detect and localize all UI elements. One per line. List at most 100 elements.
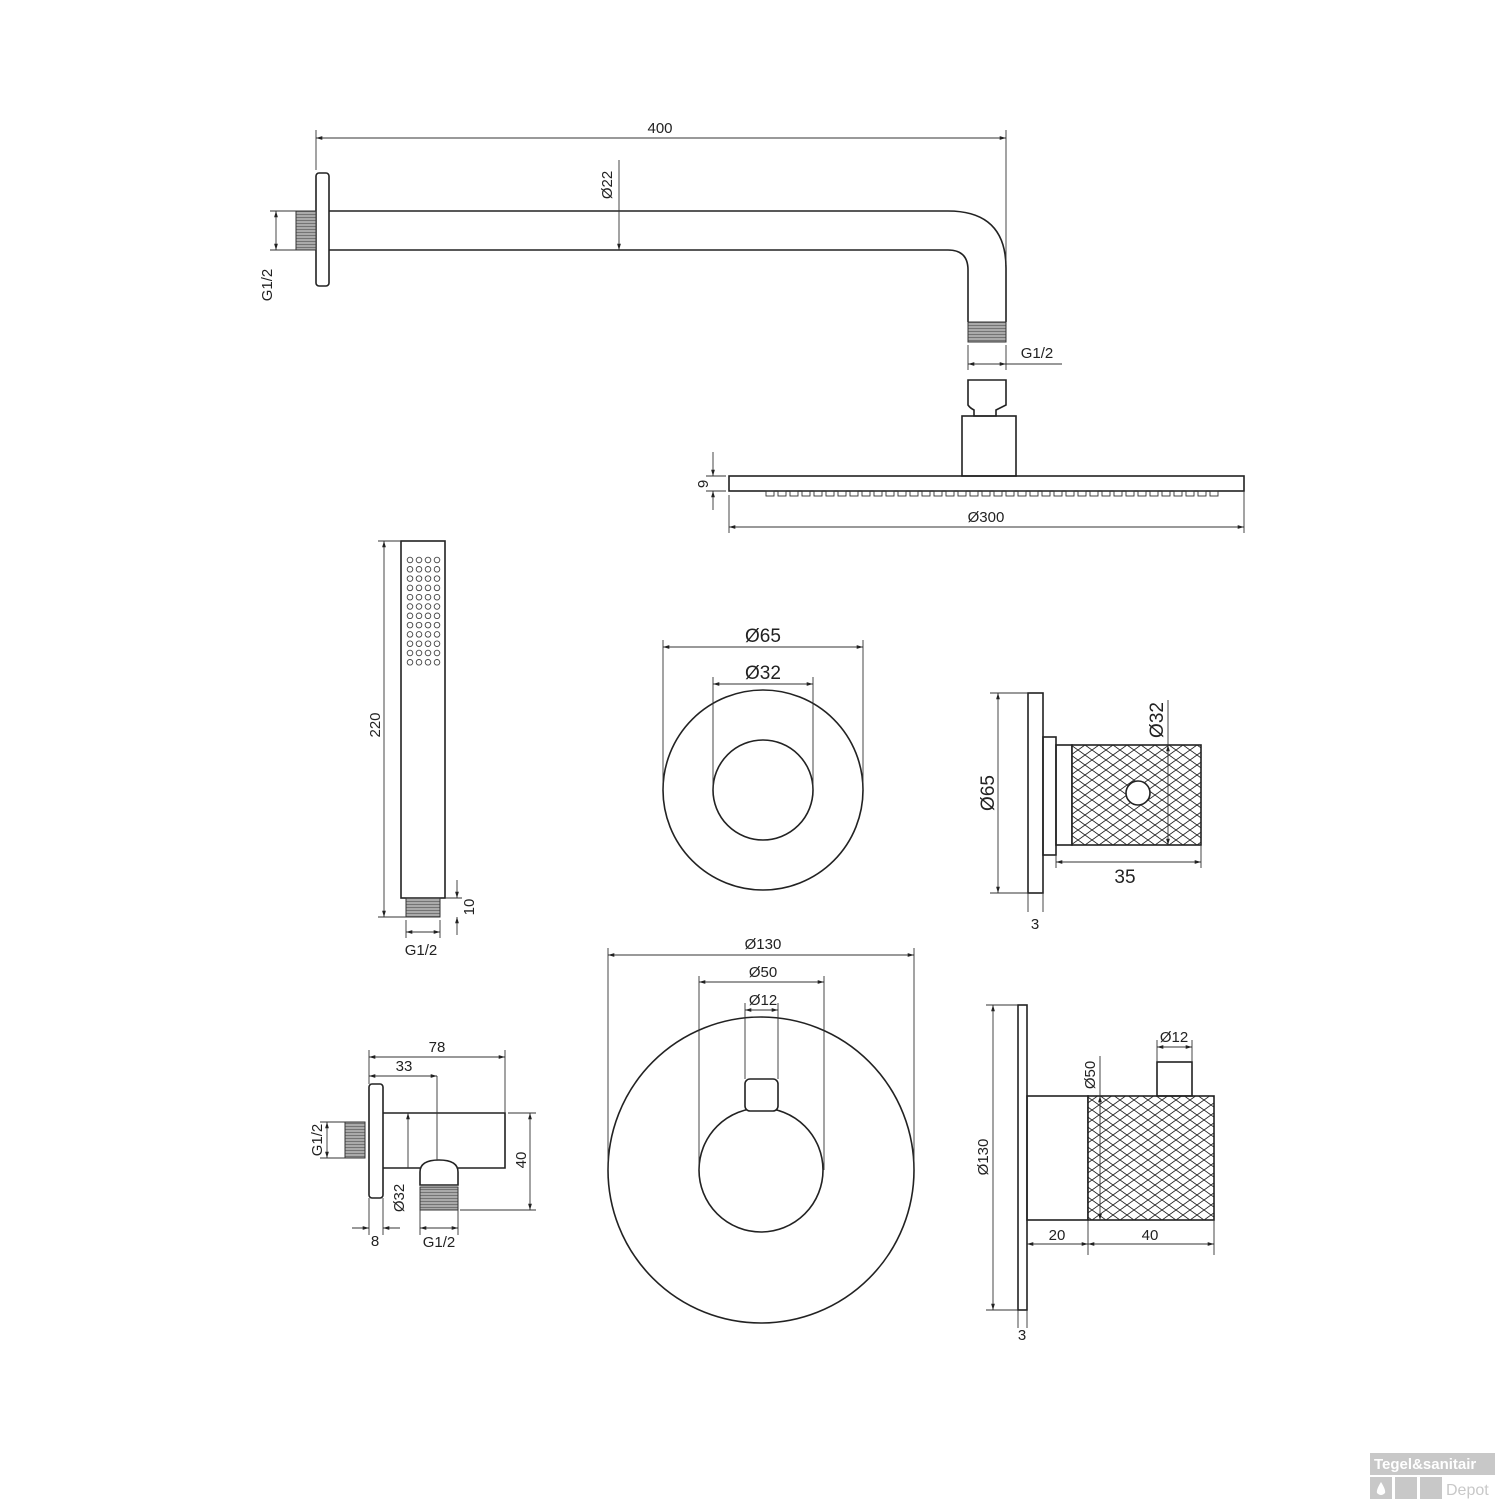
lever: [744, 1078, 779, 1112]
arm-top-edge: [329, 210, 1007, 322]
arm-wall-thread-label: G1/2: [259, 269, 276, 302]
thermostat-side: Ø130 Ø50 Ø12 20 40 3: [975, 1004, 1215, 1344]
spray-hole: [406, 593, 414, 601]
nozzle: [1173, 490, 1183, 497]
thermo-knob-label: Ø50: [749, 964, 777, 981]
spray-hole: [424, 649, 432, 657]
nozzle: [981, 490, 991, 497]
shower-plate: [728, 475, 1245, 492]
hand-shower: 220 10 G1/2: [367, 540, 478, 959]
nozzle: [1137, 490, 1147, 497]
wall-flange: [315, 172, 330, 287]
shower-diameter-label: Ø300: [968, 509, 1005, 526]
nozzle: [1077, 490, 1087, 497]
thermo-plate-label: 3: [1018, 1327, 1026, 1344]
spray-hole: [415, 575, 423, 582]
thermo-body-label: 20: [1049, 1227, 1066, 1244]
thermo-side-lever-label: Ø12: [1160, 1029, 1188, 1046]
spray-hole: [433, 621, 441, 629]
spray-hole: [433, 603, 441, 610]
spray-hole: [424, 621, 432, 629]
spray-hole: [406, 584, 414, 592]
nozzle: [1005, 490, 1015, 497]
thermo-rosette-label: Ø130: [745, 936, 782, 953]
nozzle: [849, 490, 859, 497]
nozzle: [909, 490, 919, 497]
outlet-offset-label: 33: [396, 1058, 413, 1075]
wall-thread: [295, 210, 317, 251]
spray-hole: [415, 584, 423, 592]
nozzle: [897, 490, 907, 497]
nozzle: [1209, 490, 1219, 497]
nozzle: [1197, 490, 1207, 497]
side-depth-label: 35: [1114, 867, 1135, 888]
spray-hole: [406, 612, 414, 620]
wall-outlet: 78 33 40 Ø32 G1/2 8 G1/2: [309, 1039, 536, 1251]
nozzle: [933, 490, 943, 497]
side-knob-label: Ø32: [1147, 702, 1168, 738]
hand-shower-length-label: 220: [367, 712, 384, 737]
nozzle: [993, 490, 1003, 497]
rosette-diameter-label: Ø65: [745, 626, 781, 647]
hand-shower-thread-label: G1/2: [405, 942, 438, 959]
outlet-wall-thread-label: G1/2: [309, 1124, 326, 1157]
stop-valve-side: Ø65 Ø32 35 3: [978, 692, 1202, 933]
side-plate-label: 3: [1031, 916, 1039, 933]
brand-logo: Tegel&sanitair Depot: [1370, 1453, 1495, 1499]
stop-valve-front: Ø65 Ø32: [662, 626, 864, 891]
spray-hole: [415, 593, 423, 601]
outlet-thread-label: G1/2: [423, 1234, 456, 1251]
thermo-lever-label: Ø12: [749, 992, 777, 1009]
thermo-side-rosette-label: Ø130: [975, 1139, 992, 1176]
spray-hole: [424, 659, 432, 666]
arm-outlet-thread-label: G1/2: [1021, 345, 1054, 362]
spray-holes: [406, 556, 441, 666]
thermo-side-knob-label: Ø50: [1082, 1061, 1099, 1089]
nozzle: [1041, 490, 1051, 497]
spray-hole: [415, 659, 423, 666]
side-rosette-label: Ø65: [978, 775, 999, 811]
spray-hole: [433, 556, 441, 564]
spray-hole: [433, 575, 441, 582]
spray-hole: [406, 603, 414, 610]
ball-joint: [967, 379, 1007, 417]
nozzle: [1161, 490, 1171, 497]
spray-hole: [406, 566, 414, 573]
spray-hole: [424, 575, 432, 582]
plate-thickness-label: 9: [695, 480, 712, 488]
spray-hole: [406, 659, 414, 666]
nozzle: [873, 490, 883, 497]
spray-hole: [424, 603, 432, 610]
spray-hole: [406, 575, 414, 582]
spray-hole: [433, 631, 441, 638]
nozzle: [1125, 490, 1135, 497]
nozzle: [813, 490, 823, 497]
spray-hole: [433, 566, 441, 573]
nozzles: [765, 490, 1219, 497]
logo-line2: Depot: [1446, 1482, 1489, 1499]
spray-hole: [433, 584, 441, 592]
nozzle: [1185, 490, 1195, 497]
outlet-length-label: 78: [429, 1039, 446, 1056]
spray-hole: [424, 612, 432, 620]
spray-hole: [433, 649, 441, 657]
nozzle: [1017, 490, 1027, 497]
spray-hole: [433, 640, 441, 647]
spray-hole: [406, 621, 414, 629]
nozzle: [837, 490, 847, 497]
nozzle: [777, 490, 787, 497]
nozzle: [1149, 490, 1159, 497]
nozzle: [801, 490, 811, 497]
spray-hole: [406, 556, 414, 564]
spray-hole: [415, 603, 423, 610]
spray-hole: [424, 584, 432, 592]
shower-arm: 400 Ø22 G1/2 G1/2: [259, 120, 1062, 370]
nozzle: [825, 490, 835, 497]
logo-line1: Tegel&sanitair: [1374, 1456, 1476, 1473]
spray-hole: [415, 621, 423, 629]
nozzle: [885, 490, 895, 497]
spray-hole: [415, 556, 423, 564]
spray-hole: [406, 631, 414, 638]
nozzle: [789, 490, 799, 497]
